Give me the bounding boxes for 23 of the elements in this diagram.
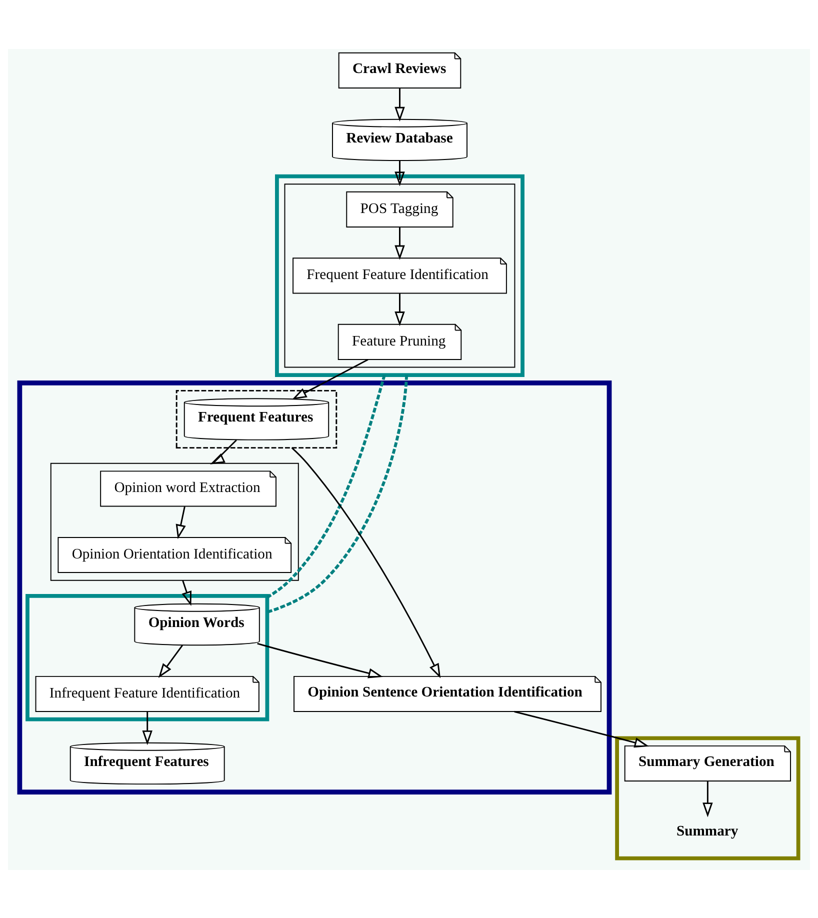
arrow <box>142 711 152 745</box>
arrow <box>702 780 713 817</box>
arrow <box>394 160 405 186</box>
node-text: Summary <box>676 822 738 839</box>
arrow <box>394 293 405 326</box>
arrow <box>514 710 650 748</box>
cluster <box>50 462 299 580</box>
arrow <box>182 580 192 606</box>
arrow <box>210 439 237 464</box>
arrow <box>257 642 383 678</box>
arrow <box>394 88 405 122</box>
cluster <box>17 380 612 794</box>
arrow <box>291 446 441 678</box>
cluster <box>284 183 516 368</box>
arrow <box>176 506 186 539</box>
cluster <box>275 174 524 377</box>
cluster <box>26 593 270 721</box>
connector <box>266 374 408 613</box>
cluster <box>176 389 338 448</box>
arrow <box>292 358 368 400</box>
connector <box>266 374 386 598</box>
arrow <box>394 226 405 260</box>
arrow <box>158 644 183 678</box>
